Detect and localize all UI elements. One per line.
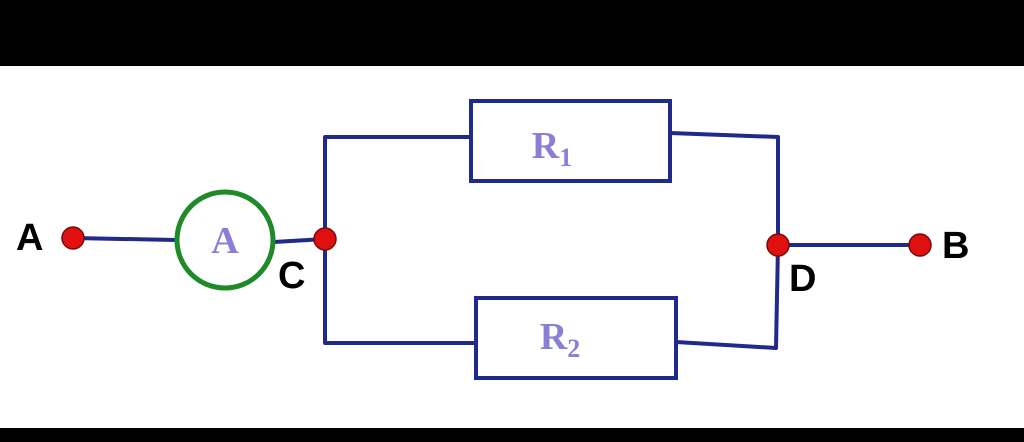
terminal-a-dot — [61, 226, 85, 250]
resistor-r2-label: R2 — [540, 316, 580, 363]
bottom-band — [0, 428, 1024, 442]
ammeter-ring — [174, 189, 276, 291]
ammeter-label: A — [211, 220, 239, 262]
ammeter: A — [174, 189, 276, 291]
wire-a-to-ammeter — [71, 236, 178, 242]
resistor-r1-label: R1 — [532, 125, 572, 172]
wires — [71, 131, 922, 350]
top-band — [0, 0, 1024, 66]
resistor-r2: R2 — [474, 296, 678, 380]
node-c-dot — [313, 227, 337, 251]
resistor-r1: R1 — [469, 99, 672, 183]
terminal-b-dot — [908, 233, 932, 257]
wire-c-lower-branch — [323, 237, 478, 345]
node-d-label: D — [789, 258, 816, 300]
wire-r1-to-d — [668, 131, 780, 247]
terminal-a-label: A — [16, 217, 43, 259]
terminal-b-label: B — [942, 225, 969, 267]
wire-r2-to-d — [674, 243, 780, 350]
resistor-r1-body — [469, 99, 672, 183]
node-c-label: C — [278, 255, 305, 297]
resistor-r2-body — [474, 296, 678, 380]
node-d-dot — [766, 233, 790, 257]
wire-c-upper-branch — [323, 135, 473, 241]
